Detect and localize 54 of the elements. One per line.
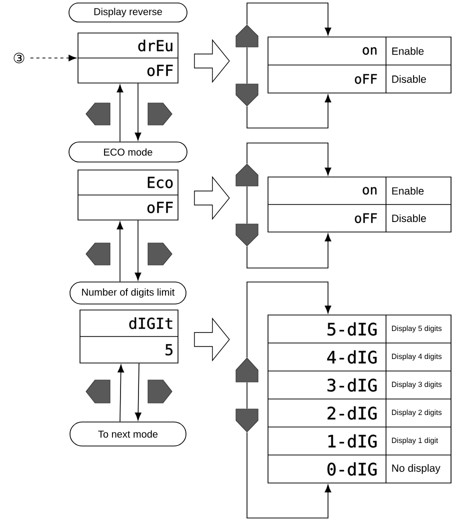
block-arrow xyxy=(194,39,230,83)
down-key xyxy=(236,408,258,432)
setting-description: Disable xyxy=(392,214,426,222)
setting-description: No display xyxy=(392,464,440,474)
segment-readout: on xyxy=(362,187,376,195)
setting-description: Enable xyxy=(392,186,424,195)
segment-readout: drEu xyxy=(138,40,172,52)
arrow xyxy=(134,363,142,420)
arrow xyxy=(30,54,76,62)
segment-readout: oFF xyxy=(148,64,173,76)
arrow xyxy=(116,222,124,282)
mode-label: Display reverse xyxy=(68,2,188,22)
arrow xyxy=(118,364,124,422)
segment-readout: 4-dIG xyxy=(327,350,377,364)
display-panel xyxy=(78,170,178,220)
arrow xyxy=(246,432,332,518)
arrow xyxy=(246,94,332,128)
display-panel xyxy=(80,310,178,364)
segment-readout: 5 xyxy=(166,344,172,356)
arrow xyxy=(116,84,124,142)
segment-readout: 5-dIG xyxy=(328,322,377,336)
option-table xyxy=(268,176,452,232)
segment-readout: 0-dIG xyxy=(328,462,377,476)
up-key xyxy=(236,358,258,382)
mode-label: To next mode xyxy=(70,422,186,446)
arrow xyxy=(246,142,332,176)
down-key xyxy=(236,224,258,246)
segment-readout: 2-dIG xyxy=(328,406,377,420)
block-arrow xyxy=(194,176,230,220)
setting-description: Enable xyxy=(392,47,424,55)
mode-label: Number of digits limit xyxy=(70,282,186,304)
up-key xyxy=(236,164,258,186)
option-table xyxy=(268,314,452,484)
segment-readout: on xyxy=(362,47,376,55)
arrow xyxy=(134,220,142,280)
block-arrow xyxy=(194,318,230,362)
segment-readout: 1-dIG xyxy=(328,434,377,448)
option-table xyxy=(268,36,452,94)
mode-label: ECO mode xyxy=(68,142,188,162)
setting-description: Disable xyxy=(392,75,426,83)
segment-readout: oFF xyxy=(355,74,377,84)
segment-readout: dIGIt xyxy=(129,317,172,330)
arrow xyxy=(246,2,332,36)
segment-readout: oFF xyxy=(148,202,173,214)
down-key xyxy=(236,84,258,106)
segment-readout: oFF xyxy=(355,213,377,224)
segment-readout: Eco xyxy=(148,176,173,188)
arrow xyxy=(246,282,332,358)
display-panel xyxy=(78,32,178,84)
arrow xyxy=(134,83,142,140)
arrow xyxy=(246,234,332,268)
up-key xyxy=(236,24,258,48)
step-number: ③ xyxy=(14,52,24,64)
segment-readout: 3-dIG xyxy=(328,378,377,392)
